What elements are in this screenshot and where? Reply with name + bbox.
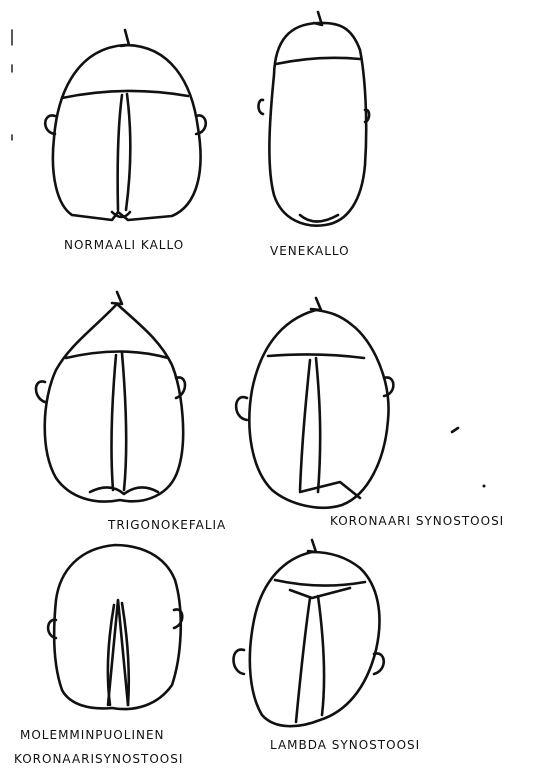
scaphocephaly-drawing	[258, 12, 369, 226]
label-scaphocephaly: VENEKALLO	[270, 244, 350, 258]
label-unicoronal-synostosis: KORONAARI SYNOSTOOSI	[330, 514, 504, 528]
stray-dot	[483, 485, 486, 488]
label-trigonocephaly: TRIGONOKEFALIA	[108, 518, 226, 532]
stray-mark	[452, 428, 458, 432]
label-normal-skull: NORMAALI KALLO	[64, 238, 184, 252]
unicoronal-synostosis-drawing	[236, 298, 393, 508]
label-lambdoid-synostosis: LAMBDA SYNOSTOOSI	[270, 738, 420, 752]
bicoronal-synostosis-drawing	[48, 545, 182, 709]
label-bicoronal-line1: MOLEMMINPUOLINEN	[20, 728, 165, 742]
normal-skull-drawing	[45, 30, 206, 220]
lambdoid-synostosis-drawing	[234, 540, 384, 726]
trigonocephaly-drawing	[36, 292, 185, 502]
label-bicoronal-line2: KORONAARISYNOSTOOSI	[14, 752, 183, 766]
